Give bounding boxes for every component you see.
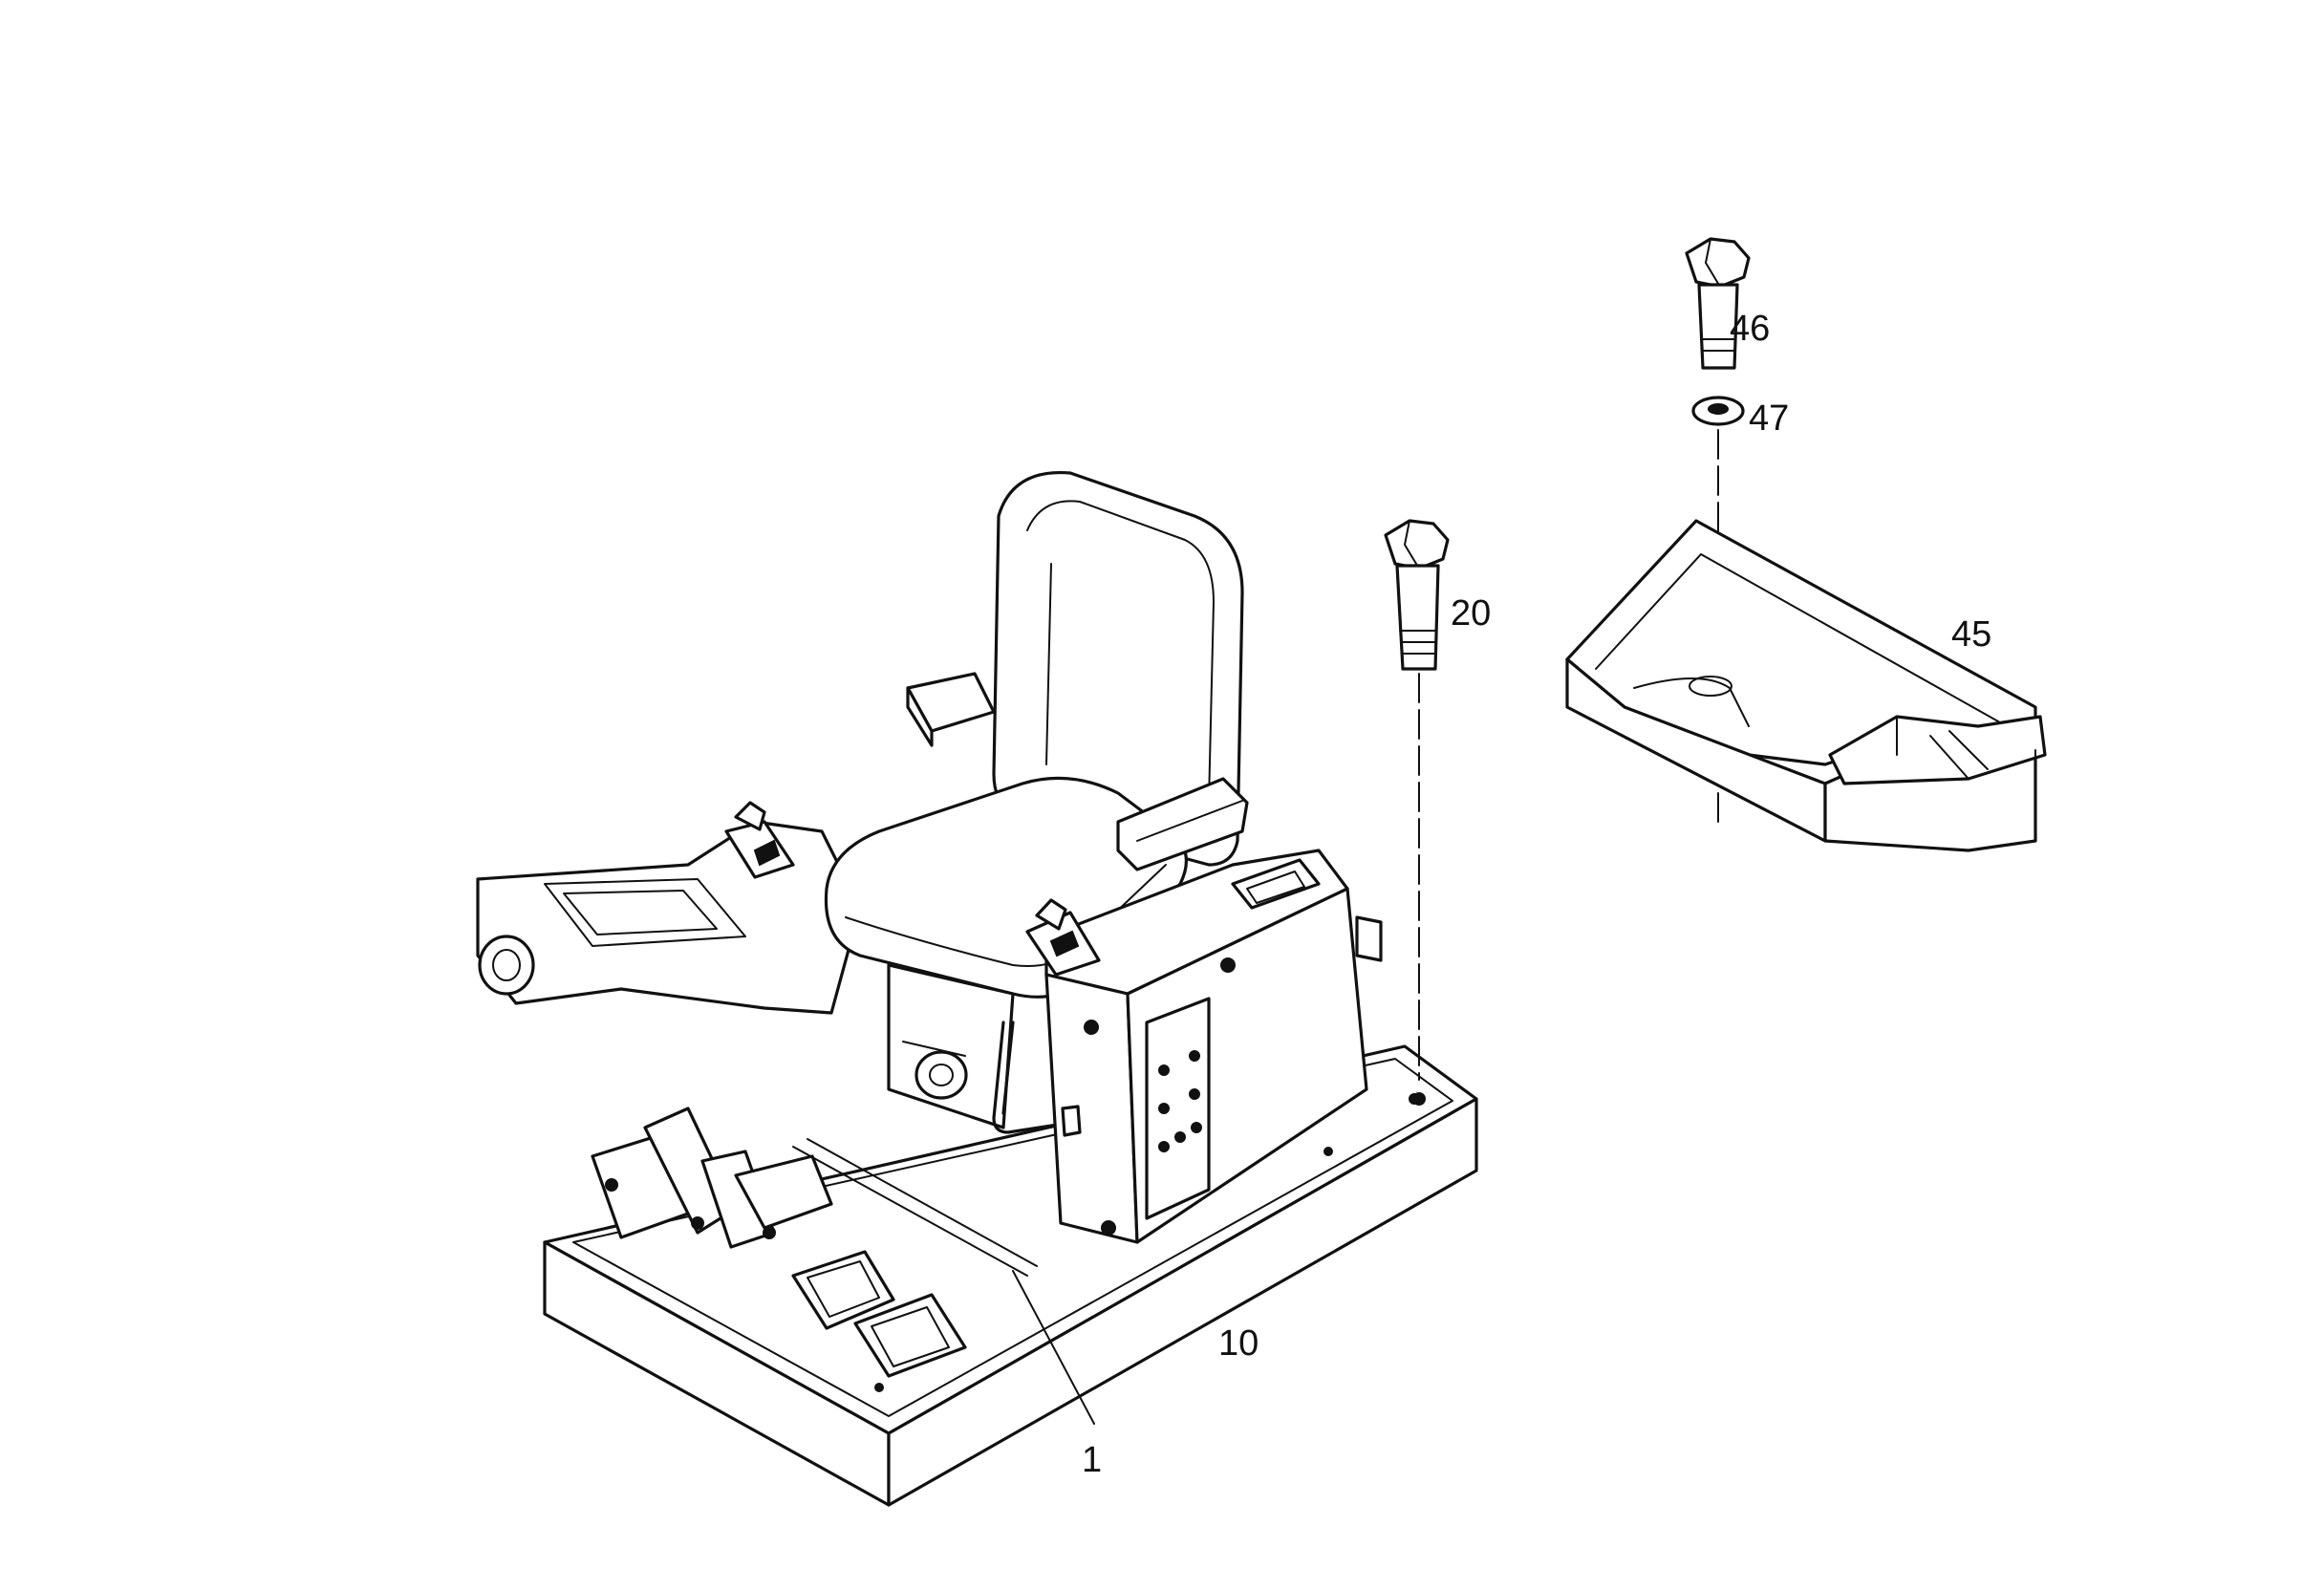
callout-10: 10 <box>1218 1323 1259 1364</box>
leader-lines <box>1012 1270 1095 1425</box>
washer-47 <box>1691 396 1745 426</box>
storage-tray <box>1565 519 2047 852</box>
left-control-console <box>476 801 862 1015</box>
callout-46: 46 <box>1730 309 1770 349</box>
bolt-46 <box>1685 237 1751 370</box>
leader-1 <box>1012 1270 1095 1425</box>
bolt-20 <box>1384 519 1450 1106</box>
callout-1: 1 <box>1082 1440 1102 1480</box>
callout-47: 47 <box>1749 398 1789 439</box>
foot-pedal-assembly <box>591 1107 967 1378</box>
callout-20: 20 <box>1451 593 1491 634</box>
callout-45: 45 <box>1951 614 1991 655</box>
operator-seat <box>824 470 1249 1134</box>
right-control-console <box>1025 849 1383 1244</box>
